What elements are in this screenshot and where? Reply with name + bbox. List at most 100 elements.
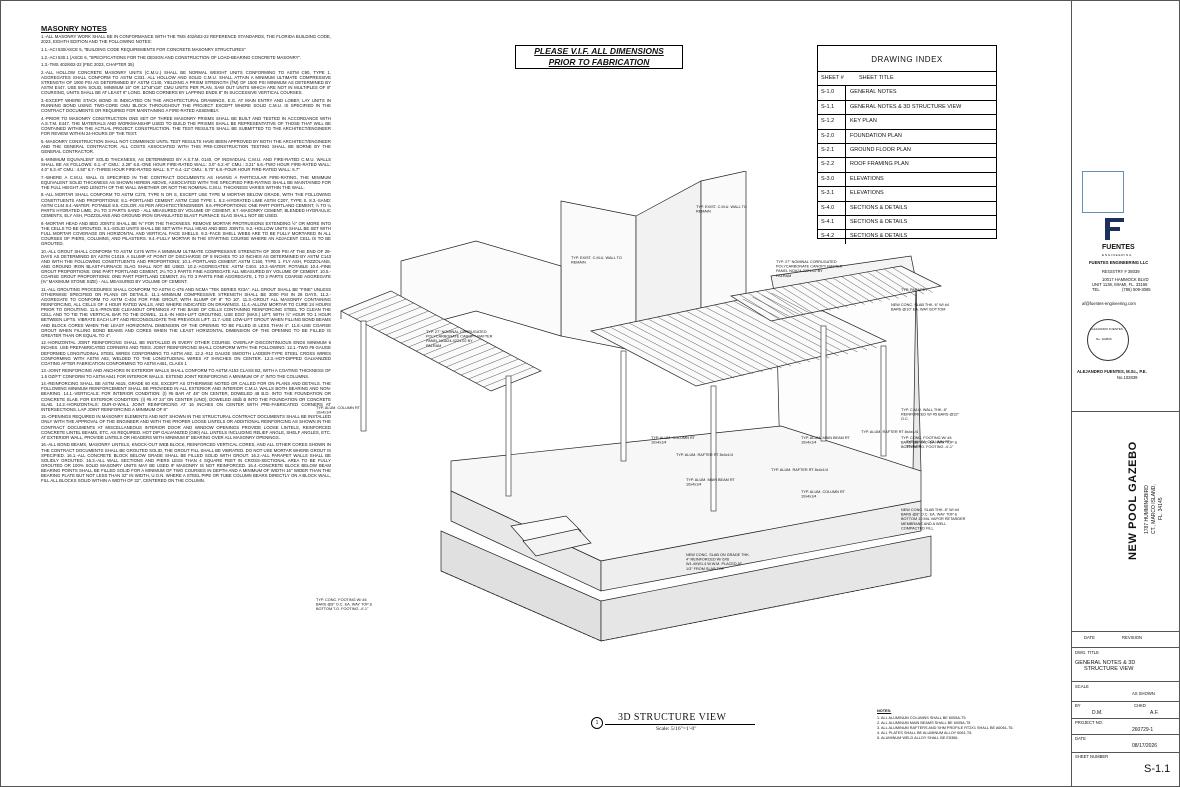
bottom-notes-items: 1. ALL ALUMINUM COLUMNS SHALL BE 6005A-T… — [877, 716, 1057, 741]
scale-value: AS SHOWN — [1132, 691, 1155, 696]
rafter-line — [647, 318, 754, 375]
masonry-note: 9.-MORTAR HEAD AND BED JOINTS SHALL BE ⅜… — [41, 220, 331, 246]
rafter-line — [866, 271, 908, 298]
vif-line-2: PRIOR TO FABRICATION — [548, 57, 650, 67]
column-center-2 — [710, 385, 717, 512]
bottom-note-item: 4. ALL PLATES SHALL BE ALUMINUM ALLOY 60… — [877, 731, 973, 735]
rafter-line — [619, 324, 725, 381]
rafter-line — [355, 298, 407, 320]
view-title: 3D STRUCTURE VIEW — [618, 712, 727, 723]
rafter-line — [704, 306, 811, 363]
rafter-line — [475, 362, 527, 384]
rafter-line — [657, 316, 763, 373]
rafter-line — [875, 270, 916, 296]
index-sheet-title: SECTIONS & DETAILS — [850, 204, 908, 211]
by-value: D.M. — [1092, 710, 1103, 716]
masonry-note: 1.2.-ACI 530.1 (ASCE 6, "SPECIFICATIONS … — [41, 54, 302, 60]
index-sheet-title: ROOF FRAMING PLAN — [850, 161, 909, 168]
rafter-line — [460, 354, 512, 376]
index-sheet-title: GROUND FLOOR PLAN — [850, 146, 911, 153]
revision-date-label: DATE — [1084, 635, 1095, 640]
by-label: BY — [1075, 703, 1081, 708]
masonry-note: 7.-WHERE A C.M.U. WALL IS SPECIFIED IN T… — [41, 174, 331, 190]
project-address-3: FL. 34145 — [1158, 497, 1164, 520]
tel-label: TEL — [1092, 287, 1100, 292]
rafter-line — [841, 276, 882, 302]
index-header-sheet: SHEET # — [821, 75, 844, 81]
rafter-line — [400, 322, 452, 344]
bottom-note-item: 2. ALL ALUMINUM MAIN BEAMS SHALL BE 6005… — [877, 721, 971, 725]
column-right-1 — [820, 325, 827, 442]
rafter-line — [824, 279, 865, 305]
masonry-note: 1.-ALL MASONRY WORK SHALL BE IN CONFORMA… — [41, 34, 331, 45]
rafter-line — [815, 280, 857, 307]
dwg-title-2: STRUCTURE VIEW — [1084, 666, 1134, 672]
dwg-title-label: DWG. TITLE — [1075, 650, 1099, 655]
address-2: UNIT 1138, MIAMI, FL. 33196 — [1092, 282, 1148, 287]
rafter-line — [752, 296, 858, 353]
vif-notice: PLEASE V.I.F. ALL DIMENSIONS PRIOR TO FA… — [515, 45, 683, 69]
bottom-note-item: 1. ALL ALUMINUM COLUMNS SHALL BE 6005A-T… — [877, 716, 966, 720]
project-no: 260729-1 — [1132, 727, 1154, 733]
masonry-note: 1.3.-TMS 402/602-22 (FBC 2023, CHAPTER 3… — [41, 62, 134, 68]
rafter-line — [348, 294, 399, 316]
rafter-line — [695, 308, 801, 365]
email: af@fuentes-engineering.com — [1082, 301, 1136, 306]
index-sheet-number: S-1.2 — [818, 115, 846, 129]
rafter-line — [468, 358, 519, 380]
masonry-notes: MASONRY NOTES 1.-ALL MASONRY WORK SHALL … — [41, 26, 331, 486]
rafter-line — [408, 326, 459, 348]
rafter-line — [385, 314, 437, 336]
title-block: FUENTES E N G I N E E R I N G FUENTES EN… — [1071, 1, 1179, 786]
sheet-number-label: SHEET NUMBER — [1075, 754, 1109, 759]
date-value: 08/17/2026 — [1132, 743, 1158, 749]
index-sheet-title: ELEVATIONS — [850, 190, 884, 197]
address-1: 10017 HAMMOCK BLVD — [1102, 277, 1149, 282]
rafter-line — [590, 330, 697, 387]
rafter-line — [340, 290, 392, 312]
rafter-line — [723, 302, 830, 359]
rafter-line — [798, 283, 840, 310]
index-sheet-title: KEY PLAN — [850, 118, 877, 125]
date-label: DATE — [1075, 736, 1086, 741]
company-sub: E N G I N E E R I N G — [1102, 253, 1132, 257]
column-center-1 — [620, 350, 627, 462]
rafter-line — [764, 289, 806, 316]
index-sheet-number: S-4.2 — [818, 230, 846, 244]
rafter-line — [415, 330, 467, 352]
sheet-number: S-1.1 — [1144, 763, 1171, 775]
masonry-note: 13.-JOINT REINFORCING AND ANCHORS IN EXT… — [41, 368, 331, 379]
rafter-line — [393, 318, 444, 340]
rafter-line — [892, 267, 933, 293]
engineer-name: ALEJANDRO FUENTES, M.Sc., P.E. — [1077, 369, 1147, 374]
callout-slab-grade: NEW CONC. SLAB ON GRADE THK.4" REINFORCE… — [686, 553, 750, 571]
index-header-title: SHEET TITLE — [859, 75, 894, 81]
project-title: NEW POOL GAZEBO — [1127, 441, 1139, 560]
chkd-value: A.F. — [1150, 710, 1159, 716]
rafter-line — [781, 286, 823, 313]
by-box: BY CHKD D.M. A.F. — [1072, 701, 1179, 722]
rafter-line — [714, 304, 820, 361]
dwg-title-1: GENERAL NOTES & 3D — [1075, 660, 1136, 666]
column-left-2 — [505, 375, 512, 497]
bottom-note-item: 5. ALUMINUM WELD ALLOY SHALL BE E5356. — [877, 736, 959, 740]
rafter-line — [858, 273, 899, 299]
callout-parapet: TYP. PARAPET — [901, 288, 928, 292]
masonry-note: 16.-ALL BOND BEAMS, MASONRY LINTELS, KNO… — [41, 442, 331, 484]
engineer-no: No.102839 — [1117, 375, 1138, 380]
